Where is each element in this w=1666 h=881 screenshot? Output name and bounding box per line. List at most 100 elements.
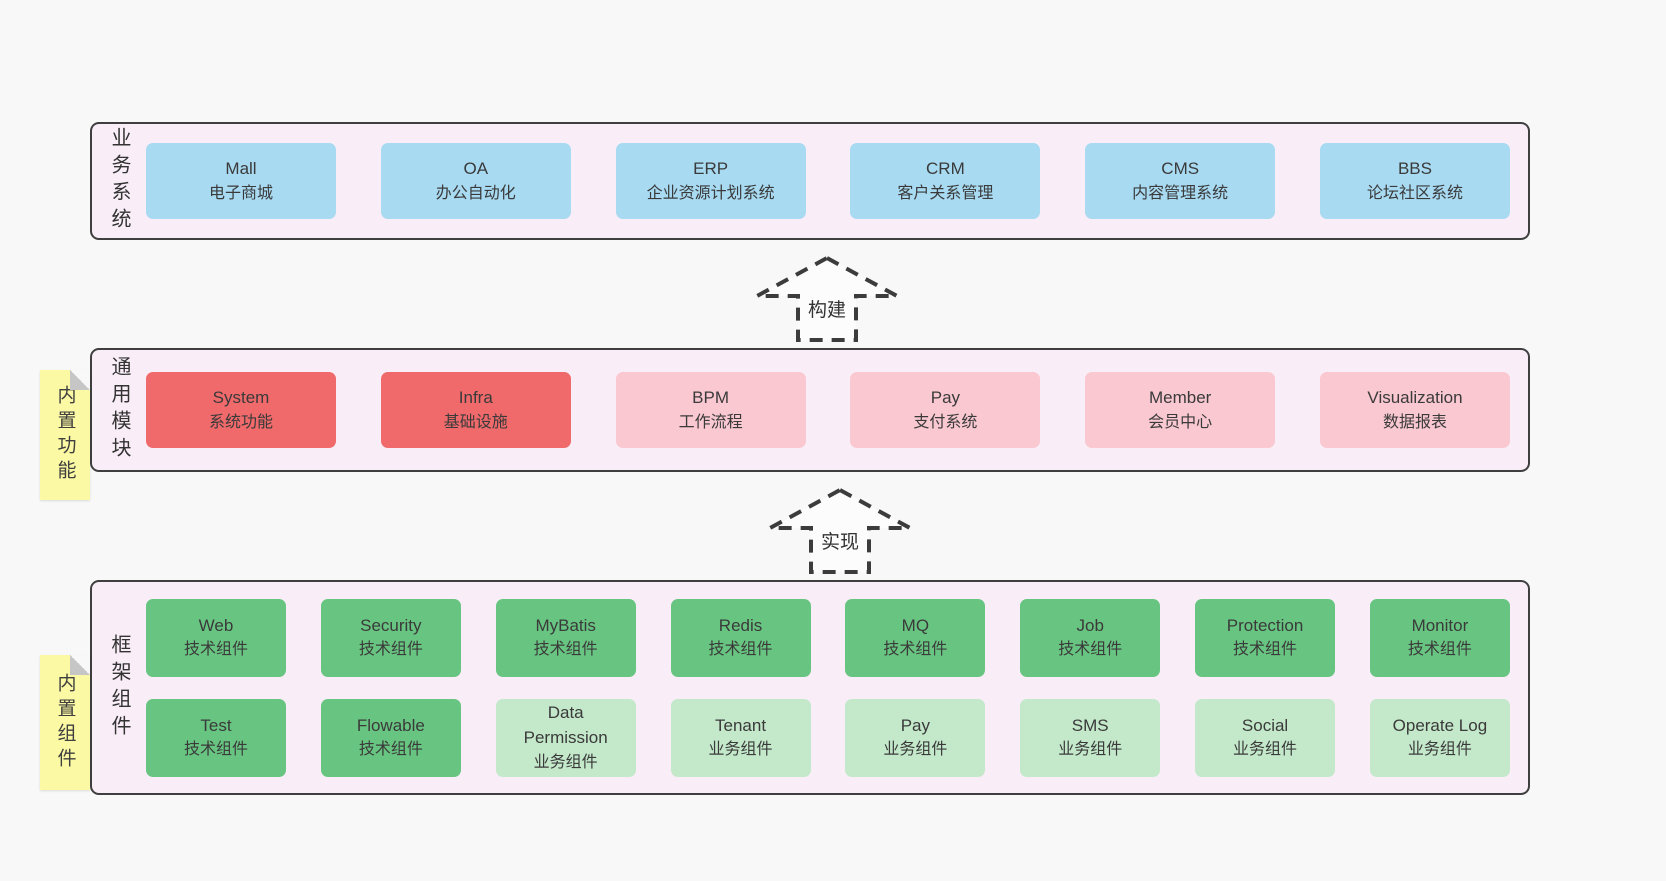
box-pay: Pay 业务组件: [845, 698, 986, 777]
layer-label-modules: 通用模块: [92, 350, 146, 470]
box-subtitle: 工作流程: [678, 413, 743, 431]
box-cms: CMS 内容管理系统: [1085, 143, 1276, 219]
box-title: Pay: [900, 715, 931, 735]
note-fold-corner: [70, 370, 90, 390]
box-title: MyBatis: [535, 615, 596, 635]
box-crm: CRM 客户关系管理: [850, 143, 1041, 219]
box-mall: Mall 电子商城: [146, 143, 336, 219]
box-bpm: BPM 工作流程: [615, 372, 806, 448]
box-subtitle: 会员中心: [1148, 413, 1213, 431]
box-subtitle: 支付系统: [913, 413, 978, 431]
box-subtitle: 技术组件: [358, 641, 423, 659]
box-oa: OA 办公自动化: [380, 143, 571, 219]
box-monitor: Monitor 技术组件: [1369, 598, 1510, 677]
layer-label-modules-text: 通用模块: [108, 356, 130, 464]
implement-arrow: 实现: [765, 487, 915, 575]
box-subtitle: 业务组件: [533, 753, 598, 771]
box-member: Member 会员中心: [1085, 372, 1276, 448]
box-title: Mall: [225, 159, 257, 179]
box-subtitle: 技术组件: [708, 641, 773, 659]
box-subtitle: 技术组件: [1233, 641, 1298, 659]
box-title: SMS: [1071, 715, 1109, 735]
box-system: System 系统功能: [146, 372, 336, 448]
box-title: ERP: [693, 159, 729, 179]
box-title: MQ: [901, 615, 930, 635]
box-title: Visualization: [1367, 388, 1463, 408]
box-title: Social: [1241, 715, 1289, 735]
business-box-row: Mall 电子商城 OA 办公自动化 ERP 企业资源计划系统 CRM 客户关系管理 CMS 内容…: [146, 124, 1528, 238]
box-subtitle: 数据报表: [1382, 413, 1447, 431]
box-erp: ERP 企业资源计划系统: [615, 143, 806, 219]
box-subtitle: 技术组件: [883, 641, 948, 659]
box-flowable: Flowable 技术组件: [320, 698, 461, 777]
box-subtitle: 业务组件: [1407, 741, 1472, 759]
box-sms: SMS 业务组件: [1020, 698, 1161, 777]
box-subtitle: 电子商城: [208, 184, 273, 202]
box-title: BPM: [692, 388, 730, 408]
box-subtitle: 技术组件: [358, 741, 423, 759]
box-subtitle: 系统功能: [208, 413, 273, 431]
box-title: CRM: [926, 159, 965, 179]
layer-label-components-text: 框架组件: [108, 633, 130, 742]
box-title: Data Permission: [523, 703, 608, 747]
box-title: Member: [1149, 388, 1212, 408]
box-social: Social 业务组件: [1195, 698, 1336, 777]
box-subtitle: 技术组件: [183, 641, 248, 659]
box-subtitle: 业务组件: [1058, 741, 1123, 759]
layer-label-business-text: 业务系统: [108, 127, 130, 235]
box-subtitle: 企业资源计划系统: [646, 184, 775, 202]
box-title: CMS: [1161, 159, 1200, 179]
box-title: Pay: [930, 388, 961, 408]
box-title: Web: [198, 615, 234, 635]
box-tenant: Tenant 业务组件: [670, 698, 811, 777]
box-mq: MQ 技术组件: [845, 598, 986, 677]
box-title: Job: [1076, 615, 1104, 635]
box-subtitle: 基础设施: [443, 413, 508, 431]
box-title: Monitor: [1411, 615, 1469, 635]
layer-business-systems: 业务系统 Mall 电子商城 OA 办公自动化 ERP 企业资源计划系统 CRM 客户关系管理…: [90, 122, 1530, 240]
box-bbs: BBS 论坛社区系统: [1319, 143, 1510, 219]
box-title: OA: [463, 159, 489, 179]
box-subtitle: 技术组件: [183, 741, 248, 759]
sticky-note-built-in-features-text: 内置功能: [54, 385, 76, 485]
box-title: System: [212, 388, 270, 408]
box-subtitle: 业务组件: [883, 741, 948, 759]
implement-arrow-label: 实现: [817, 527, 863, 554]
box-title: Tenant: [715, 715, 767, 735]
box-web: Web 技术组件: [146, 598, 286, 677]
sticky-note-built-in-components-text: 内置组件: [54, 672, 76, 773]
box-title: Security: [360, 615, 422, 635]
box-protection: Protection 技术组件: [1195, 598, 1336, 677]
box-subtitle: 论坛社区系统: [1366, 184, 1463, 202]
box-subtitle: 内容管理系统: [1132, 184, 1229, 202]
box-subtitle: 技术组件: [1407, 641, 1472, 659]
box-subtitle: 客户关系管理: [897, 184, 994, 202]
box-title: BBS: [1397, 159, 1432, 179]
box-security: Security 技术组件: [320, 598, 461, 677]
box-title: Flowable: [356, 715, 425, 735]
box-subtitle: 技术组件: [1058, 641, 1123, 659]
box-title: Protection: [1226, 615, 1304, 635]
sticky-note-built-in-features: 内置功能: [40, 370, 90, 500]
build-arrow-label: 构建: [804, 295, 850, 322]
build-arrow: 构建: [752, 255, 902, 343]
box-subtitle: 办公自动化: [435, 184, 516, 202]
layer-label-business: 业务系统: [92, 124, 146, 238]
box-subtitle: 业务组件: [1233, 741, 1298, 759]
note-fold-corner: [70, 655, 90, 675]
box-subtitle: 业务组件: [708, 741, 773, 759]
sticky-note-built-in-components: 内置组件: [40, 655, 90, 790]
box-pay: Pay 支付系统: [850, 372, 1041, 448]
